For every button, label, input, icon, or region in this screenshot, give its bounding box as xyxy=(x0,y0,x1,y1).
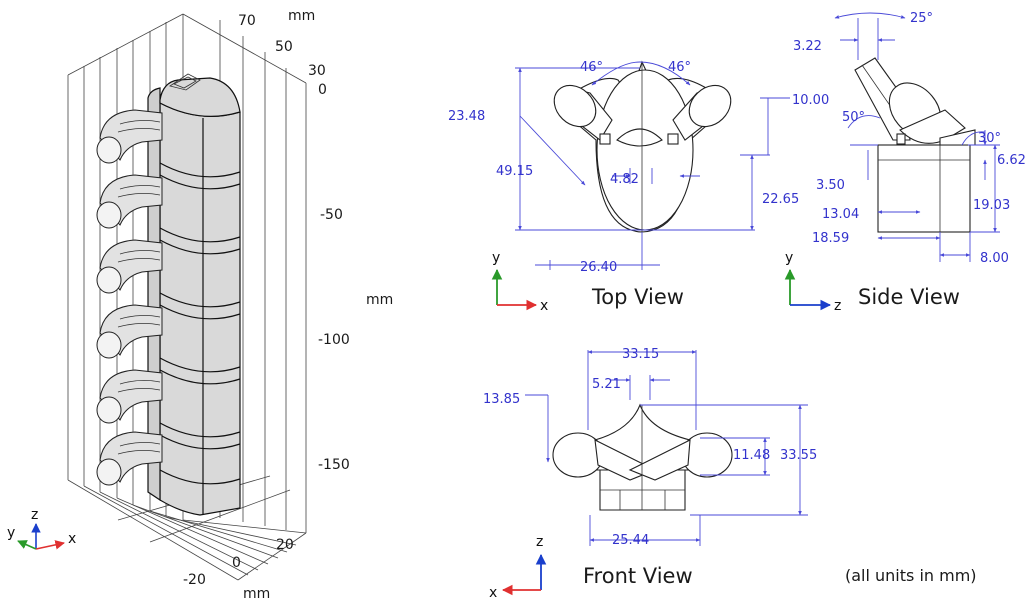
dim-label: 33.15 xyxy=(622,347,659,362)
tick-label: 0 xyxy=(232,555,241,571)
dim-angle: 30° xyxy=(978,131,1001,146)
tick-label: -100 xyxy=(318,332,350,348)
plot3d-elbow-2 xyxy=(96,174,163,229)
dim-angle-right: 46° xyxy=(668,60,691,75)
plot3d-elbow-5 xyxy=(96,369,163,424)
axis-label: z xyxy=(834,298,841,314)
dim-label: 4.82 xyxy=(610,172,639,187)
units-note: (all units in mm) xyxy=(845,566,977,585)
dim-angle: 50° xyxy=(842,110,865,125)
axis-unit-label: mm xyxy=(366,292,393,308)
dim-label: 8.00 xyxy=(980,251,1009,266)
tick-label: 0 xyxy=(318,82,327,98)
side-view-drawing xyxy=(854,57,976,233)
dim-label: 10.00 xyxy=(792,93,829,108)
tick-label: 20 xyxy=(276,537,294,553)
triad-z-label: z xyxy=(31,507,38,523)
top-view-dimensions: 46° 46° 23.48 49.15 10.00 4.82 22.65 26.… xyxy=(448,60,829,275)
front-view-axes: z x xyxy=(489,534,547,601)
dim-label: 33.55 xyxy=(780,448,817,463)
axis-label: z xyxy=(536,534,543,550)
axis-label: y xyxy=(492,250,500,266)
tick-label: -50 xyxy=(320,207,343,223)
dim-label: 13.85 xyxy=(483,392,520,407)
dim-label: 26.40 xyxy=(580,260,617,275)
plot3d-elbow-6 xyxy=(96,431,163,486)
plot3d-triad: z y x xyxy=(7,507,76,550)
dim-label: 13.04 xyxy=(822,207,859,222)
dim-label: 3.22 xyxy=(793,39,822,54)
plot3d-model xyxy=(96,73,241,516)
tick-label: 70 xyxy=(238,13,256,29)
side-view-axes: y z xyxy=(784,250,841,314)
dim-label: 3.50 xyxy=(816,178,845,193)
dim-label: 5.21 xyxy=(592,377,621,392)
dim-label: 49.15 xyxy=(496,164,533,179)
dim-label: 11.48 xyxy=(733,448,770,463)
dim-label: 25.44 xyxy=(612,533,649,548)
dim-label: 23.48 xyxy=(448,109,485,124)
dim-label: 18.59 xyxy=(812,231,849,246)
plot3d-elbow-3 xyxy=(96,239,163,294)
dim-label: 22.65 xyxy=(762,192,799,207)
tick-label: -150 xyxy=(318,457,350,473)
plot3d-elbow-1 xyxy=(96,109,163,164)
axis-unit-label: mm xyxy=(288,8,315,24)
tick-label: 30 xyxy=(308,63,326,79)
dim-angle-left: 46° xyxy=(580,60,603,75)
dim-label: 6.62 xyxy=(997,153,1026,168)
triad-x-label: x xyxy=(68,531,76,547)
front-view-dimensions: 33.15 5.21 13.85 11.48 33.55 25.44 xyxy=(483,347,817,548)
axis-unit-label: mm xyxy=(243,586,270,602)
tick-label: 50 xyxy=(275,39,293,55)
side-view-dimensions: 25° 3.22 50° 30° 6.62 3.50 13.04 19.03 1… xyxy=(793,11,1026,266)
plot3d-axis-labels: 70 mm 50 30 0 -50 mm -100 -150 20 0 -20 … xyxy=(183,8,393,602)
axis-label: y xyxy=(785,250,793,266)
plot3d-elbow-4 xyxy=(96,304,163,359)
top-view-drawing xyxy=(553,60,732,233)
front-view-drawing xyxy=(552,403,733,511)
axis-label: x xyxy=(489,585,497,601)
dim-angle: 25° xyxy=(910,11,933,26)
axis-label: x xyxy=(540,298,548,314)
top-view-title: Top View xyxy=(591,285,684,309)
triad-y-label: y xyxy=(7,525,15,541)
top-view-axes: y x xyxy=(491,250,548,314)
side-view-title: Side View xyxy=(858,285,960,309)
front-view-title: Front View xyxy=(583,564,693,588)
dim-label: 19.03 xyxy=(973,198,1010,213)
tick-label: -20 xyxy=(183,572,206,588)
